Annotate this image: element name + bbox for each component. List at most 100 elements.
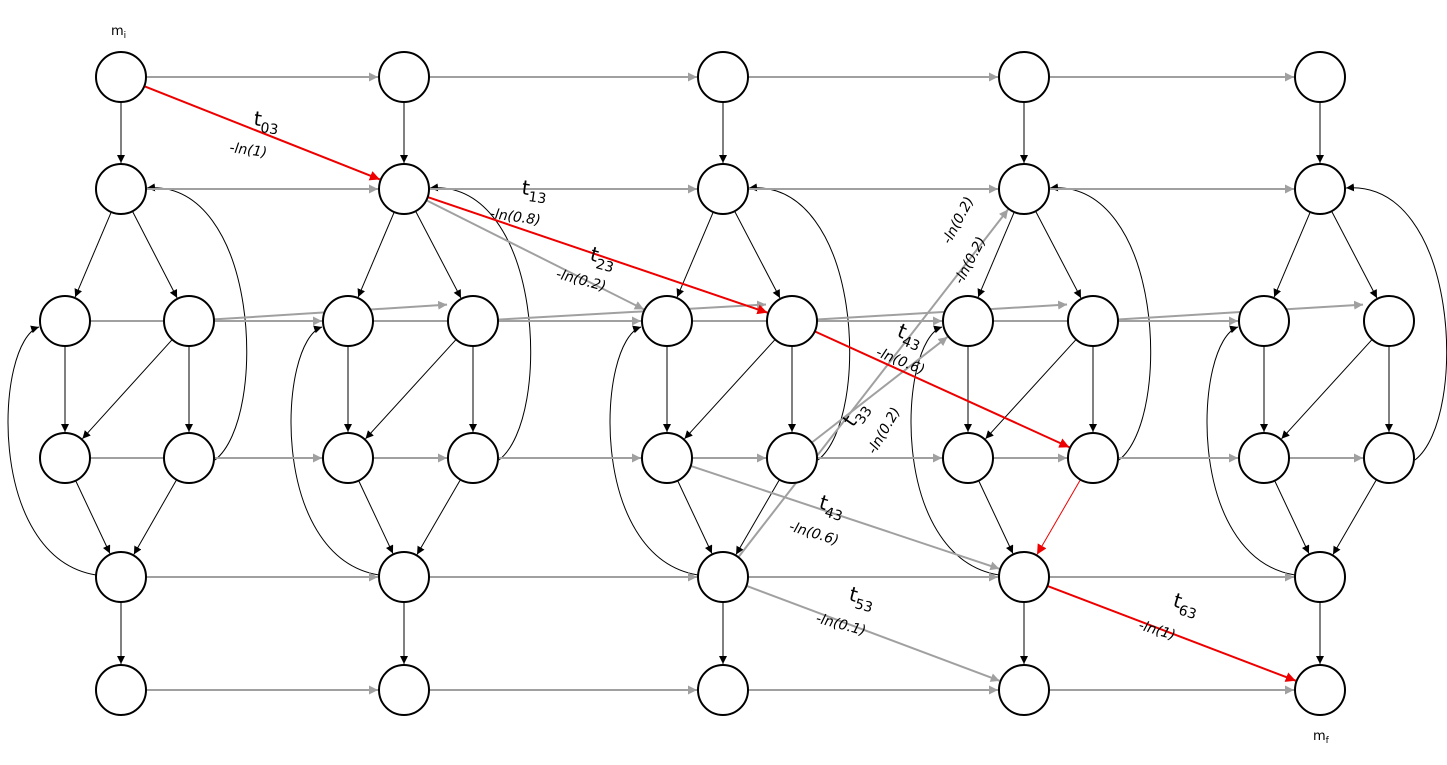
path-edge-intra	[1036, 479, 1081, 555]
state-node	[1067, 432, 1119, 484]
loop-edge	[910, 325, 1000, 576]
state-node	[697, 664, 749, 716]
state-node	[942, 432, 994, 484]
state-node	[1363, 432, 1415, 484]
edge-label-t33: t33	[837, 396, 875, 434]
intra-edge	[75, 480, 111, 554]
intra-edge	[985, 339, 1077, 440]
intra-edge	[1332, 479, 1377, 555]
state-node	[322, 295, 374, 347]
state-node	[378, 551, 430, 603]
svg-text:-ln(1): -ln(1)	[1137, 618, 1178, 644]
svg-text:t23: t23	[586, 242, 618, 277]
svg-text:t53: t53	[845, 582, 877, 617]
edge-label-t53: t53 -ln(0.1)	[814, 582, 877, 640]
intra-edge	[1035, 210, 1082, 299]
loop-edge	[609, 325, 699, 576]
intra-edge	[132, 210, 178, 299]
svg-text:t03: t03	[252, 106, 281, 138]
inter-edge	[816, 300, 1068, 321]
svg-text:-ln(1): -ln(1)	[228, 140, 268, 161]
intra-edge	[1331, 210, 1378, 299]
nodes	[39, 51, 1415, 716]
intra-edge	[1281, 339, 1373, 440]
state-node	[322, 432, 374, 484]
state-node	[1294, 163, 1346, 215]
loop-edge	[1049, 183, 1152, 461]
intra-edge	[416, 479, 461, 555]
state-node	[1363, 295, 1415, 347]
intra-edge	[977, 211, 1015, 298]
edge-label-t03: t03 -ln(1)	[228, 106, 281, 161]
svg-text:-ln(0.6): -ln(0.6)	[787, 519, 840, 549]
intra-edge	[978, 480, 1014, 554]
state-node	[163, 295, 215, 347]
state-node	[378, 51, 430, 103]
loop-edge	[748, 183, 851, 461]
edge-label-t43-lower: t43 -ln(0.6)	[787, 490, 844, 549]
edge-label-t63: t63 -ln(1)	[1137, 588, 1202, 644]
intra-edge	[74, 211, 112, 298]
intra-edge	[415, 210, 462, 299]
state-node	[998, 664, 1050, 716]
svg-text:-ln(0.1): -ln(0.1)	[814, 611, 867, 640]
intra-edge	[82, 339, 173, 440]
inter-edge-t33a	[737, 208, 1009, 558]
svg-text:t63: t63	[1169, 588, 1202, 623]
inter-edge-t43	[690, 464, 1000, 571]
intra-edge	[676, 211, 714, 298]
state-node	[697, 163, 749, 215]
state-node	[766, 432, 818, 484]
intra-edge	[735, 479, 780, 555]
loop-edge	[290, 325, 380, 576]
state-node	[378, 664, 430, 716]
intra-edge	[734, 210, 781, 299]
initial-marking-label: mi	[111, 24, 126, 41]
state-node	[1238, 295, 1290, 347]
final-marking-label: mf	[1313, 729, 1330, 746]
state-node	[766, 295, 818, 347]
intra-edge	[133, 479, 178, 555]
intra-edge	[358, 480, 394, 554]
intra-edge	[684, 339, 776, 440]
intra-column-edges	[7, 102, 1447, 664]
loop-edge	[7, 325, 97, 576]
state-node	[1238, 432, 1290, 484]
loop-edge	[1345, 183, 1447, 461]
state-node	[39, 432, 91, 484]
svg-text:-ln(0.8): -ln(0.8)	[489, 206, 542, 229]
path-edge-t13	[427, 196, 768, 315]
intra-edge	[365, 339, 457, 440]
state-node	[378, 163, 430, 215]
marking-labels: mi mf	[111, 24, 1330, 746]
state-node	[998, 551, 1050, 603]
state-node	[998, 163, 1050, 215]
path-edge-t43	[814, 330, 1070, 449]
edge-weight-upper-diagonal-2: -ln(0.2)	[951, 234, 989, 287]
inter-edge-t53	[746, 584, 1001, 682]
svg-text:t33: t33	[837, 396, 875, 434]
path-edge-t03	[143, 85, 381, 181]
state-node	[1067, 295, 1119, 347]
state-node	[95, 51, 147, 103]
state-node	[39, 295, 91, 347]
state-node	[942, 295, 994, 347]
path-edge-t63	[1046, 584, 1297, 682]
state-node	[95, 551, 147, 603]
state-node	[697, 51, 749, 103]
state-node	[163, 432, 215, 484]
loop-edge	[1206, 325, 1296, 576]
highlighted-path-edges	[143, 85, 1297, 682]
svg-text:t13: t13	[520, 175, 549, 207]
loop-edge	[429, 183, 532, 461]
state-node	[95, 163, 147, 215]
state-node	[1294, 51, 1346, 103]
state-node	[641, 295, 693, 347]
svg-text:t43: t43	[892, 318, 927, 355]
inter-edge-t33b	[811, 336, 949, 444]
state-node	[641, 432, 693, 484]
state-node	[998, 51, 1050, 103]
state-node	[95, 664, 147, 716]
